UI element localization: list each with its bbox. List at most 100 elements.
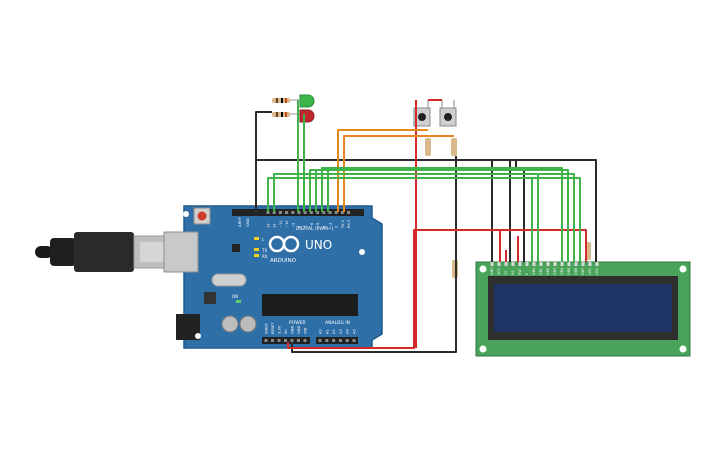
model-text: UNO bbox=[305, 238, 332, 252]
lcd-pin[interactable] bbox=[504, 262, 508, 266]
pin-label: VIN bbox=[304, 327, 308, 334]
header-pin[interactable] bbox=[290, 339, 294, 342]
tx-led-label: TX bbox=[261, 248, 267, 253]
lcd-mount-hole bbox=[679, 265, 687, 273]
header-pin[interactable] bbox=[347, 211, 351, 214]
header-pin[interactable] bbox=[332, 339, 336, 342]
resistor-band bbox=[276, 98, 278, 103]
lcd-pin-label: DB4 bbox=[560, 268, 564, 275]
pin-label: ~5 bbox=[316, 223, 320, 228]
header-pin[interactable] bbox=[325, 339, 329, 342]
pin-label: 12 bbox=[273, 223, 277, 228]
pin-label: ~10 bbox=[285, 220, 289, 228]
lcd-pin[interactable] bbox=[539, 262, 543, 266]
lcd-pin-label: RW bbox=[518, 269, 522, 275]
pin-label: RX 0 bbox=[347, 219, 351, 228]
pin-label: GND bbox=[291, 326, 295, 334]
resistor-band bbox=[281, 98, 283, 103]
pin-label: A4 bbox=[346, 329, 350, 334]
lcd-pin[interactable] bbox=[581, 262, 585, 266]
header-pin[interactable] bbox=[338, 339, 342, 342]
mount-hole bbox=[183, 211, 189, 217]
lcd-pin-label: V0 bbox=[504, 271, 508, 275]
pin-label: 8 bbox=[298, 225, 302, 228]
header-pin[interactable] bbox=[272, 211, 276, 214]
header-pin[interactable] bbox=[297, 339, 300, 342]
aref-pin-label: AREF bbox=[237, 217, 242, 227]
button-1-pulldown-resistor bbox=[425, 138, 431, 156]
header-pin[interactable] bbox=[266, 211, 270, 214]
lcd-pin[interactable] bbox=[532, 262, 536, 266]
lcd-pin[interactable] bbox=[546, 262, 550, 266]
header-pin[interactable] bbox=[334, 211, 338, 214]
header-pin[interactable] bbox=[303, 339, 307, 342]
lcd-pin[interactable] bbox=[588, 262, 592, 266]
header-pin[interactable] bbox=[318, 339, 322, 342]
pin-label: ~11 bbox=[279, 220, 283, 228]
l-led-label: L bbox=[262, 237, 265, 242]
analog-header-label: ANALOG IN bbox=[325, 320, 350, 326]
led-group bbox=[272, 94, 315, 123]
lcd-pin[interactable] bbox=[497, 262, 501, 266]
header-pin[interactable] bbox=[316, 211, 320, 214]
header-pin[interactable] bbox=[297, 211, 301, 214]
digital-header-label: DIGITAL (PWM~) bbox=[296, 226, 334, 232]
lcd-pin[interactable] bbox=[511, 262, 515, 266]
on-led bbox=[236, 300, 241, 303]
header-pin[interactable] bbox=[322, 211, 326, 214]
header-pin[interactable] bbox=[340, 211, 344, 214]
pushbutton-1-cap[interactable] bbox=[418, 113, 426, 121]
header-pin[interactable] bbox=[291, 211, 295, 214]
wire-lcd-rs-e bbox=[531, 174, 539, 262]
lcd-pin[interactable] bbox=[490, 262, 494, 266]
on-led-label: ON bbox=[232, 294, 238, 299]
header-pin[interactable] bbox=[345, 339, 349, 342]
pin-label: IOREF bbox=[265, 323, 269, 334]
usb-plug-body bbox=[74, 232, 134, 272]
header-pin[interactable] bbox=[277, 339, 281, 342]
l-led bbox=[254, 237, 259, 240]
lcd-pin[interactable] bbox=[553, 262, 557, 266]
green-led[interactable] bbox=[299, 94, 315, 108]
lcd-pin-label: LED bbox=[595, 268, 599, 275]
pin-label: A0 bbox=[319, 329, 323, 334]
reset-button-cap[interactable] bbox=[197, 211, 207, 221]
lcd-pin[interactable] bbox=[518, 262, 522, 266]
lcd-pin[interactable] bbox=[595, 262, 599, 266]
mount-hole bbox=[359, 249, 365, 255]
header-pin[interactable] bbox=[284, 339, 287, 342]
pushbutton-2-cap[interactable] bbox=[444, 113, 452, 121]
atmega-chip bbox=[262, 294, 358, 316]
red-led[interactable] bbox=[299, 109, 315, 123]
header-pin[interactable] bbox=[303, 211, 307, 214]
lcd-pin[interactable] bbox=[567, 262, 571, 266]
lcd-mount-hole bbox=[679, 345, 687, 353]
lcd-pin[interactable] bbox=[574, 262, 578, 266]
crystal-oscillator bbox=[211, 273, 247, 287]
lcd-pin-label: E bbox=[525, 273, 529, 275]
header-pin[interactable] bbox=[309, 211, 313, 214]
header-pin[interactable] bbox=[278, 211, 282, 214]
header-pin[interactable] bbox=[264, 339, 268, 342]
header-pin[interactable] bbox=[271, 339, 274, 342]
lcd-pin[interactable] bbox=[560, 262, 564, 266]
power-header-label: POWER bbox=[289, 320, 306, 326]
analog-header bbox=[316, 337, 358, 344]
wire-5v bbox=[287, 229, 587, 349]
pin-label: RESET bbox=[271, 322, 275, 334]
pin-label: A5 bbox=[353, 329, 357, 334]
pin-label: A2 bbox=[332, 329, 336, 334]
lcd-mount-hole bbox=[479, 345, 487, 353]
header-pin[interactable] bbox=[328, 211, 332, 214]
resistor-band bbox=[281, 112, 283, 117]
header-pin[interactable] bbox=[352, 339, 356, 342]
wires bbox=[255, 99, 597, 353]
lcd-pin[interactable] bbox=[525, 262, 529, 266]
header-pin[interactable] bbox=[285, 211, 289, 214]
